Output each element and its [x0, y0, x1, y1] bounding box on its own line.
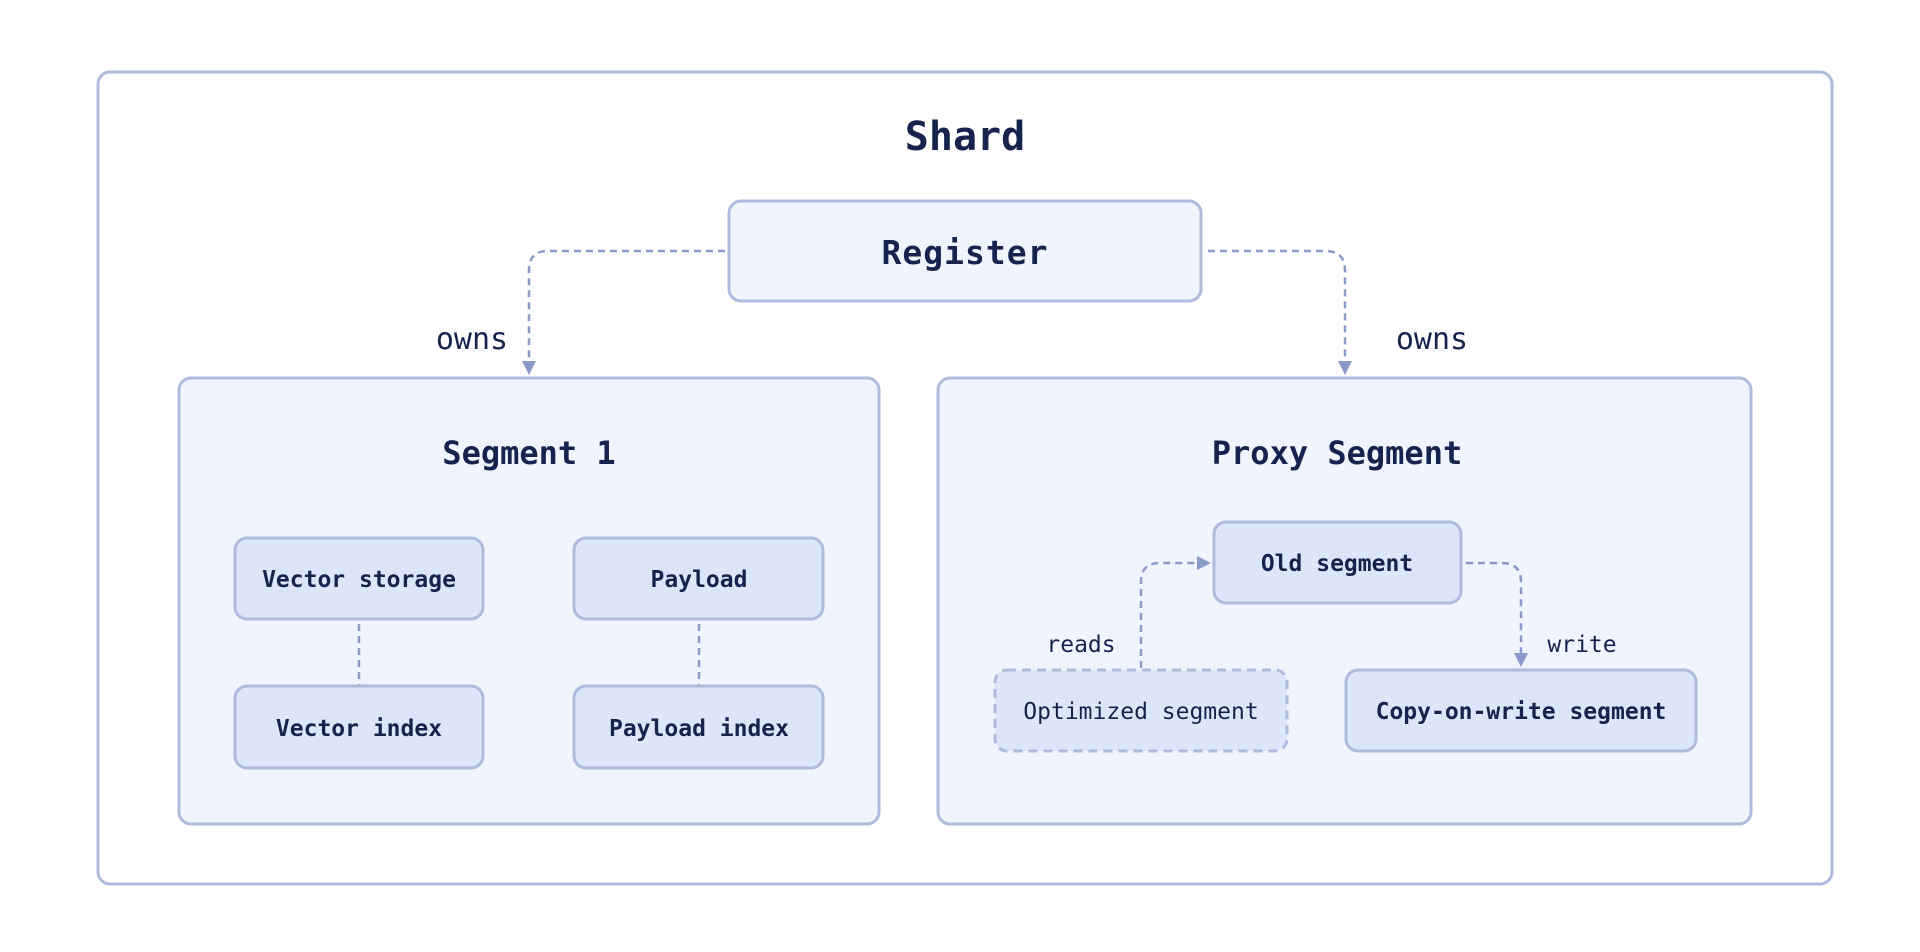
reads-label: reads	[1046, 632, 1115, 658]
cow-segment-label: Copy-on-write segment	[1376, 699, 1667, 725]
owns-left-arrow	[522, 249, 725, 375]
vector-storage-label: Vector storage	[262, 567, 456, 593]
write-arrow	[1466, 561, 1528, 667]
owns-right-arrow	[1208, 249, 1352, 375]
old-segment-label: Old segment	[1261, 551, 1413, 577]
shard-title: Shard	[905, 114, 1025, 160]
segment-1-title: Segment 1	[442, 434, 615, 472]
register-box	[727, 199, 1203, 303]
vector-index-label: Vector index	[276, 716, 442, 742]
write-label: write	[1547, 632, 1616, 658]
payload-index-box	[572, 684, 825, 770]
register-label: Register	[882, 233, 1049, 272]
owns-right-label: owns	[1396, 322, 1468, 357]
cow-segment-box	[1344, 668, 1698, 753]
owns-left-label: owns	[436, 322, 508, 357]
vector-index-box	[233, 684, 485, 770]
payload-box	[572, 536, 825, 621]
reads-arrow	[1139, 556, 1211, 668]
payload-label: Payload	[651, 567, 748, 593]
old-segment-box	[1212, 520, 1463, 605]
optimized-segment-box	[993, 668, 1289, 753]
proxy-segment-title: Proxy Segment	[1212, 434, 1462, 472]
payload-index-label: Payload index	[609, 716, 789, 742]
vector-storage-box	[233, 536, 485, 621]
optimized-segment-label: Optimized segment	[1023, 699, 1258, 725]
